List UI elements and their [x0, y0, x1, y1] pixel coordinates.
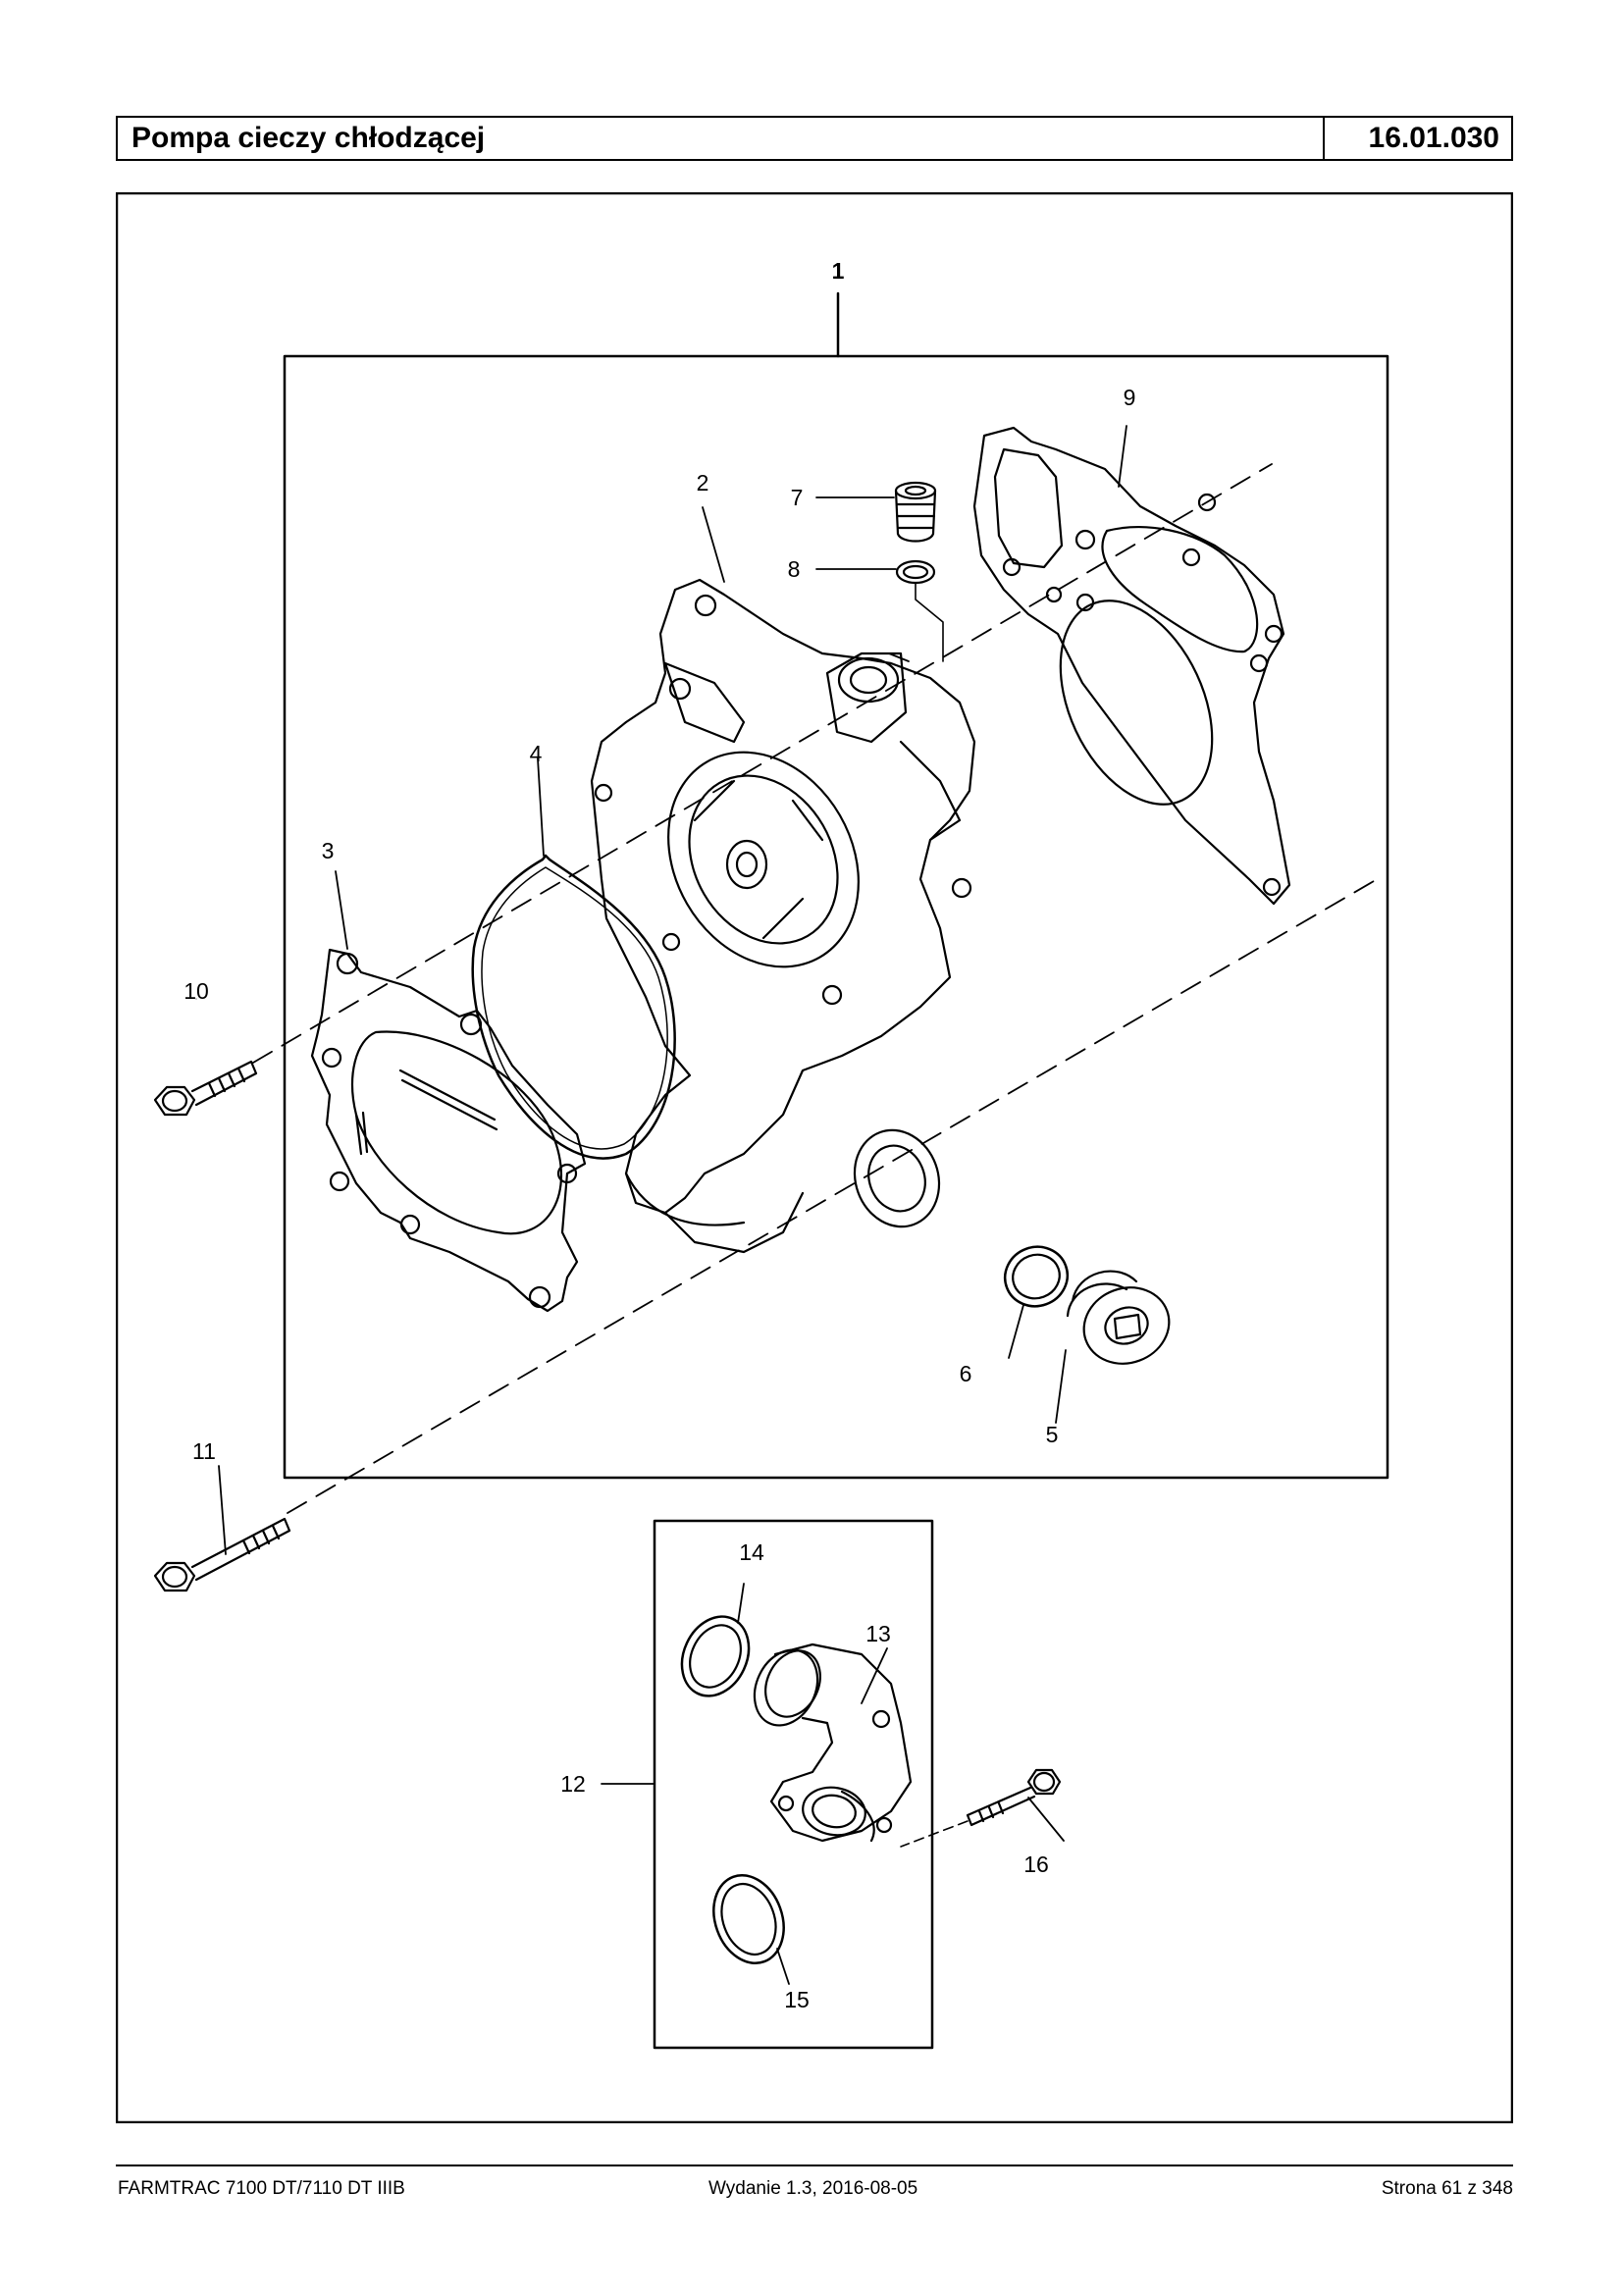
footer-model: FARMTRAC 7100 DT/7110 DT IIIB	[118, 2178, 405, 2199]
page-header: Pompa cieczy chłodzącej 16.01.030	[116, 116, 1513, 161]
part-8-seal-ring	[895, 559, 944, 662]
assembly-12-frame	[653, 1519, 934, 2050]
part-16-bolt	[900, 1768, 1062, 1848]
callout-9: 9	[1124, 385, 1136, 410]
part-15-o-ring	[712, 1873, 785, 1965]
callout-8: 8	[788, 556, 801, 582]
callout-4: 4	[530, 741, 543, 766]
leader-14	[737, 1583, 745, 1624]
part-6-o-ring	[1003, 1245, 1070, 1308]
part-14-o-ring	[680, 1615, 751, 1697]
part-10-bolt	[153, 1060, 258, 1117]
leader-11	[218, 1465, 227, 1555]
part-9-gasket	[972, 426, 1291, 906]
callout-12: 12	[560, 1771, 586, 1797]
leader-2	[702, 506, 725, 583]
callout-10: 10	[183, 978, 209, 1004]
callout-2: 2	[697, 470, 709, 496]
part-13-elbow-pipe	[753, 1643, 913, 1843]
callout-15: 15	[784, 1987, 810, 2012]
leader-13	[861, 1647, 888, 1704]
callout-7: 7	[791, 485, 804, 510]
part-3-cover-plate	[310, 948, 587, 1313]
leader-9	[1118, 425, 1127, 488]
callout-11: 11	[192, 1438, 216, 1464]
part-2-pump-housing	[590, 578, 976, 1254]
callout-14: 14	[739, 1539, 764, 1565]
page-title: Pompa cieczy chłodzącej	[131, 122, 486, 154]
exploded-view-svg: 1 2 3 4 5 6 7 8 9 10 11 12 13 14 15 16	[116, 192, 1513, 2123]
parts-diagram: 1 2 3 4 5 6 7 8 9 10 11 12 13 14 15 16	[116, 192, 1513, 2123]
callout-16: 16	[1023, 1852, 1049, 1877]
callout-3: 3	[322, 838, 335, 863]
leader-3	[335, 870, 348, 950]
footer-edition: Wydanie 1.3, 2016-08-05	[708, 2178, 918, 2199]
assembly-1-frame	[283, 354, 1389, 1480]
centerlines	[252, 463, 1375, 1514]
callout-5: 5	[1046, 1422, 1059, 1447]
leader-15	[776, 1948, 790, 1985]
diagram-frame	[116, 192, 1513, 2123]
footer-page-number: Strona 61 z 348	[1381, 2178, 1513, 2199]
leader-6	[1008, 1304, 1024, 1359]
leader-4	[537, 757, 545, 857]
footer-divider	[116, 2165, 1513, 2166]
callout-6: 6	[960, 1361, 972, 1386]
part-7-plug	[894, 481, 937, 543]
leader-5	[1055, 1349, 1067, 1424]
section-code: 16.01.030	[1368, 122, 1499, 154]
part-4-gasket-ring	[471, 854, 676, 1160]
part-11-bolt	[153, 1517, 291, 1592]
callout-1: 1	[832, 258, 845, 284]
part-5-plug	[1066, 1270, 1171, 1365]
header-divider	[1323, 118, 1325, 159]
callout-13: 13	[865, 1621, 891, 1646]
leader-16	[1027, 1797, 1065, 1842]
